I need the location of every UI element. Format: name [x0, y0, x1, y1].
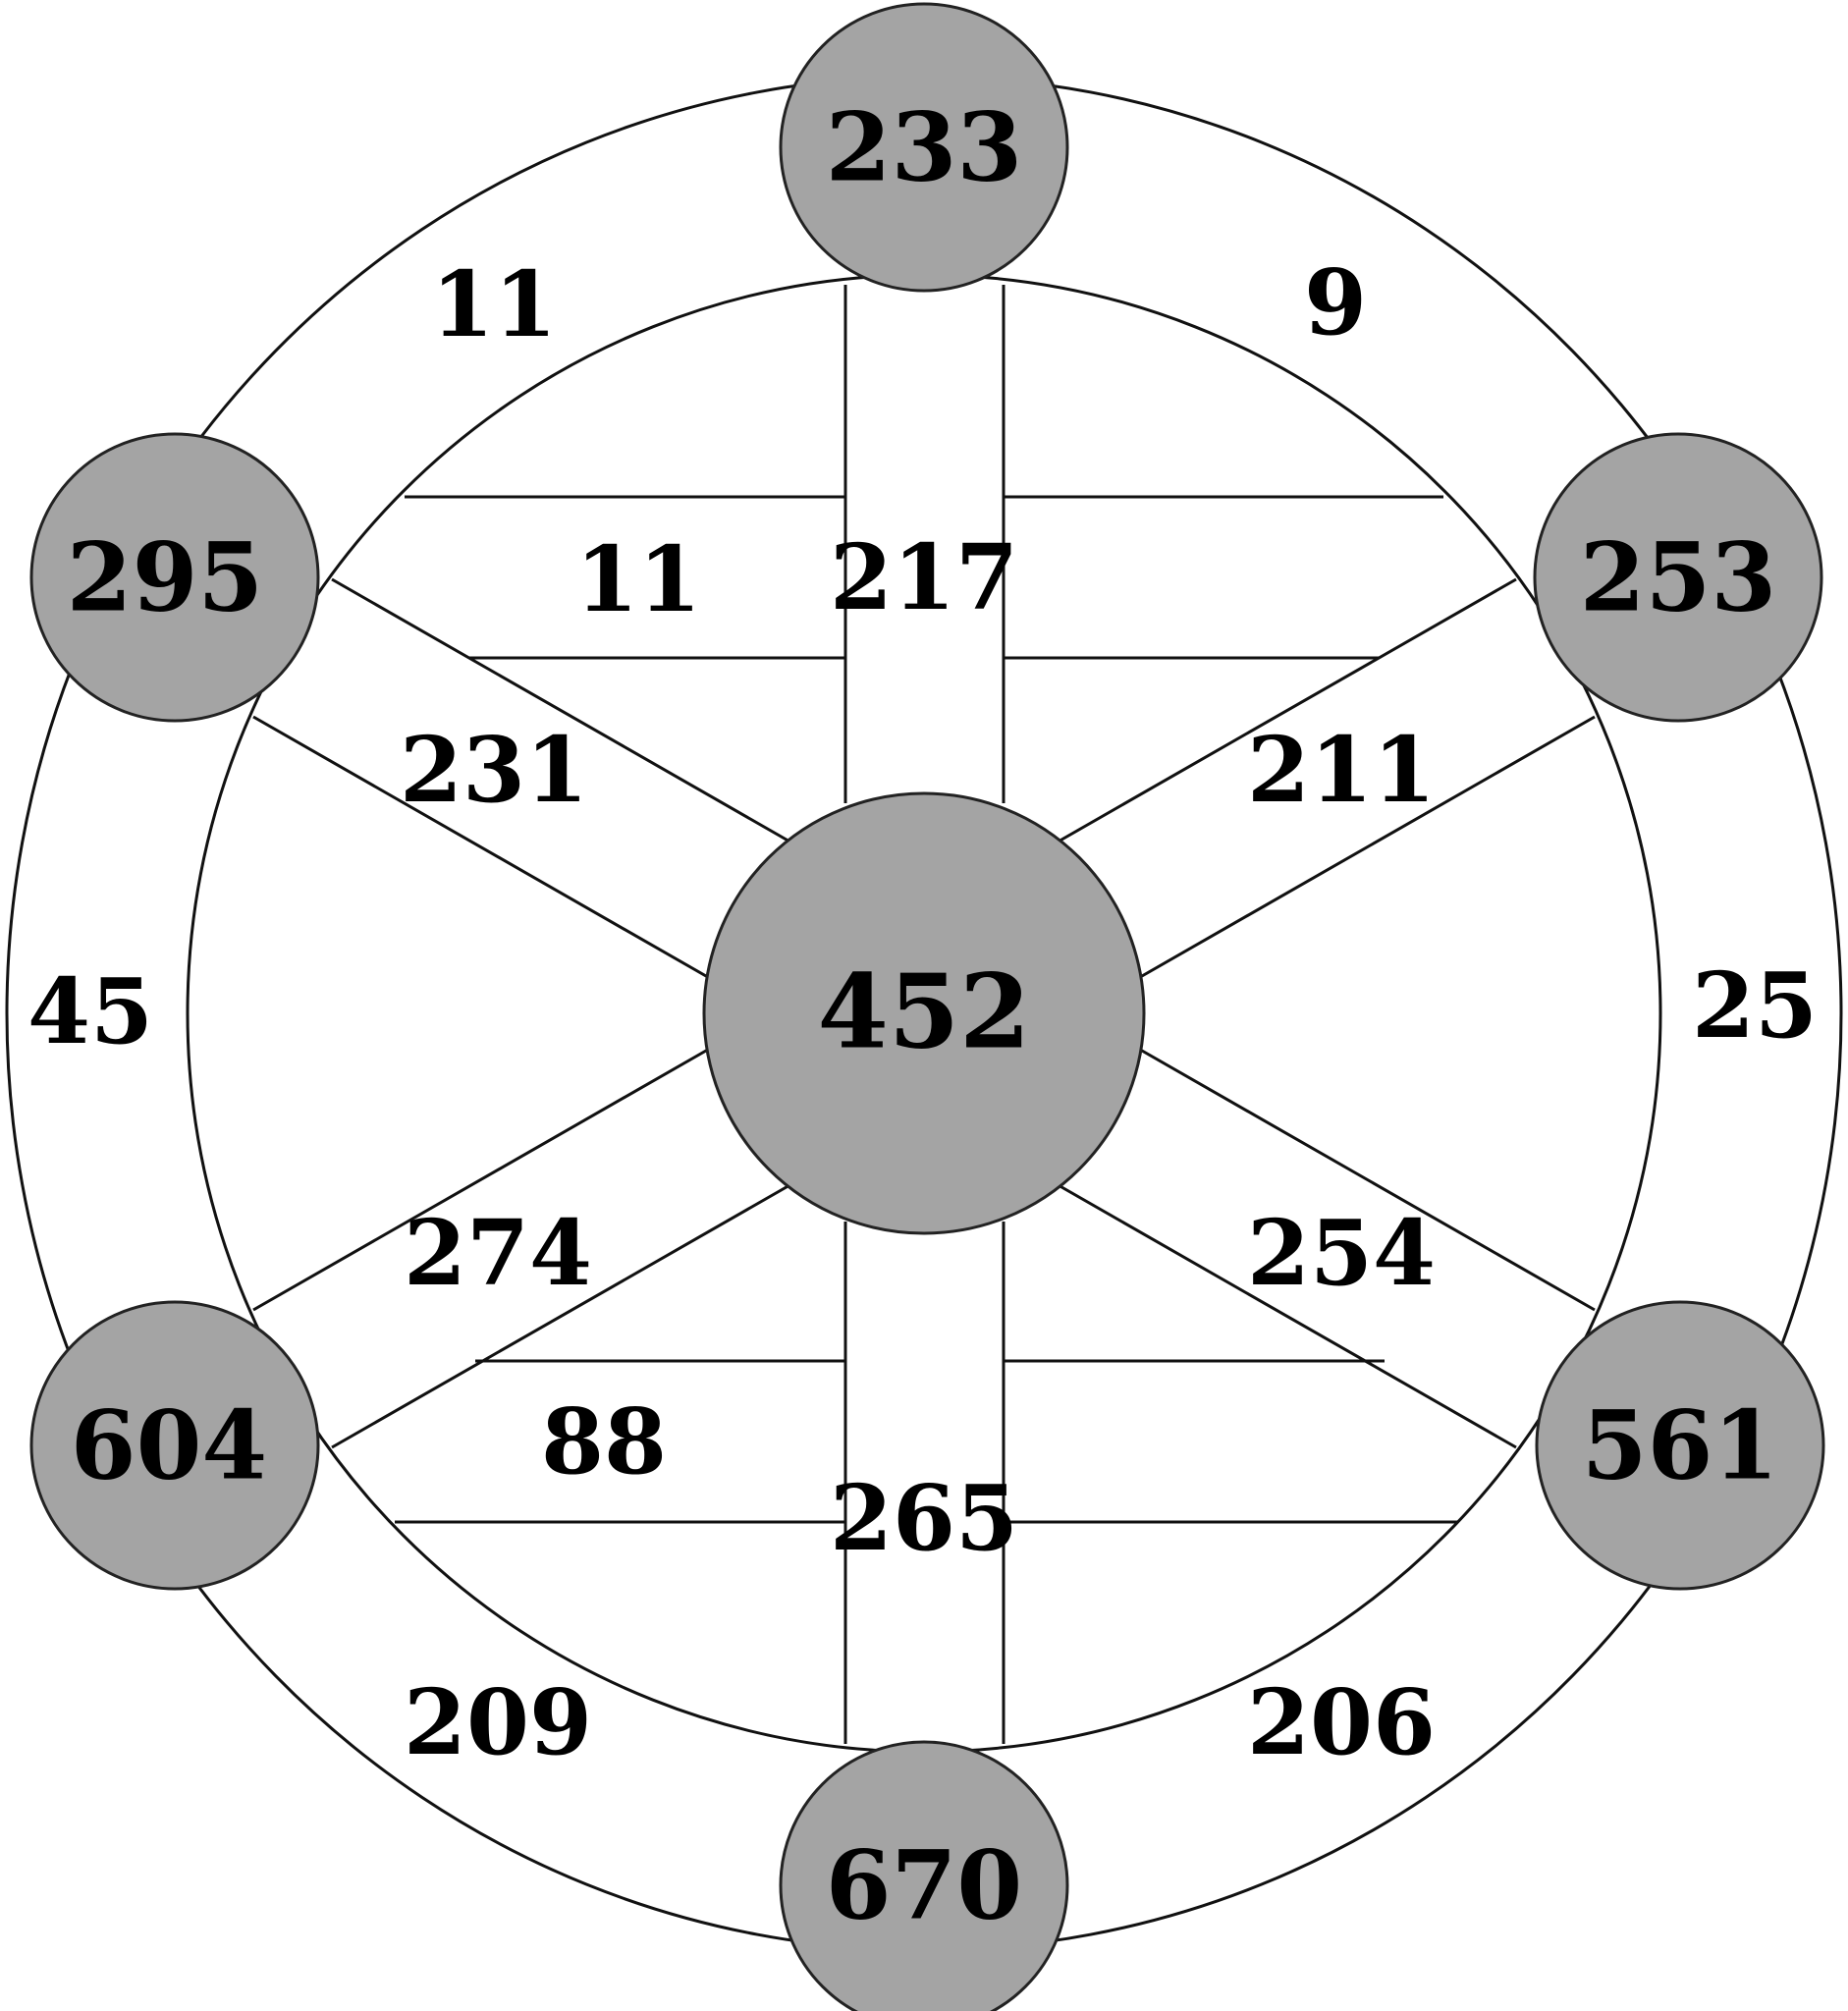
node-lower-left: 604: [29, 1300, 320, 1591]
node-upper-left-circle: [29, 432, 320, 723]
spoke-lower-right-rail-b: [1056, 1182, 1517, 1449]
spoke-upper-right-rail-a: [1056, 577, 1517, 844]
node-lower-right-circle: [1535, 1300, 1825, 1591]
node-lower-left-label: 604: [71, 1390, 267, 1501]
node-upper-right-circle: [1533, 432, 1823, 723]
node-top-circle: [779, 2, 1069, 293]
node-upper-right: 253: [1533, 432, 1823, 723]
edge-label-spoke-bottom: 265: [830, 1465, 1018, 1571]
edge-label-spoke-top: 217: [830, 524, 1018, 630]
spoke-upper-right-rail-b: [1134, 715, 1596, 982]
edge-label-outer-right: 25: [1692, 952, 1818, 1059]
edge-labels: 11 9 45 25 209 206 11 88 217 265 231 211…: [27, 249, 1818, 1775]
node-upper-left: 295: [29, 432, 320, 723]
edge-label-spoke-upper-right: 211: [1247, 717, 1436, 823]
node-center-label: 452: [817, 951, 1030, 1072]
edge-label-spoke-lower-left: 274: [404, 1200, 592, 1306]
edge-label-upper-band: 11: [575, 526, 701, 632]
node-top: 233: [779, 2, 1069, 293]
edge-label-outer-top-left: 11: [431, 251, 557, 357]
node-lower-right-label: 561: [1582, 1390, 1778, 1501]
edge-label-outer-left: 45: [27, 958, 153, 1064]
connector-lines: [252, 285, 1596, 1744]
spoke-lower-left-rail-b: [331, 1182, 792, 1449]
edge-label-outer-bottom-left: 209: [404, 1669, 592, 1775]
spoke-lower-left-rail-a: [252, 1045, 714, 1312]
edge-label-spoke-lower-right: 254: [1247, 1200, 1436, 1306]
node-bottom-circle: [779, 1740, 1069, 2011]
spoke-upper-left-rail-b: [252, 715, 714, 982]
spoke-upper-left-rail-a: [331, 577, 792, 844]
edge-label-lower-band: 88: [541, 1388, 667, 1495]
node-lower-left-circle: [29, 1300, 320, 1591]
edge-label-outer-bottom-right: 206: [1247, 1669, 1436, 1775]
node-lower-right: 561: [1535, 1300, 1825, 1591]
edge-label-outer-top-right: 9: [1304, 249, 1367, 355]
nodes: 233 295 253 452 604 561 670: [29, 2, 1825, 2011]
node-upper-right-label: 253: [1580, 522, 1776, 633]
node-top-label: 233: [826, 92, 1022, 203]
edge-label-spoke-upper-left: 231: [400, 717, 588, 823]
node-center-circle: [702, 791, 1146, 1235]
node-center: 452: [702, 791, 1146, 1235]
node-upper-left-label: 295: [67, 522, 263, 633]
node-bottom-label: 670: [826, 1830, 1022, 1941]
spoke-lower-right-rail-a: [1134, 1045, 1596, 1312]
node-bottom: 670: [779, 1740, 1069, 2011]
